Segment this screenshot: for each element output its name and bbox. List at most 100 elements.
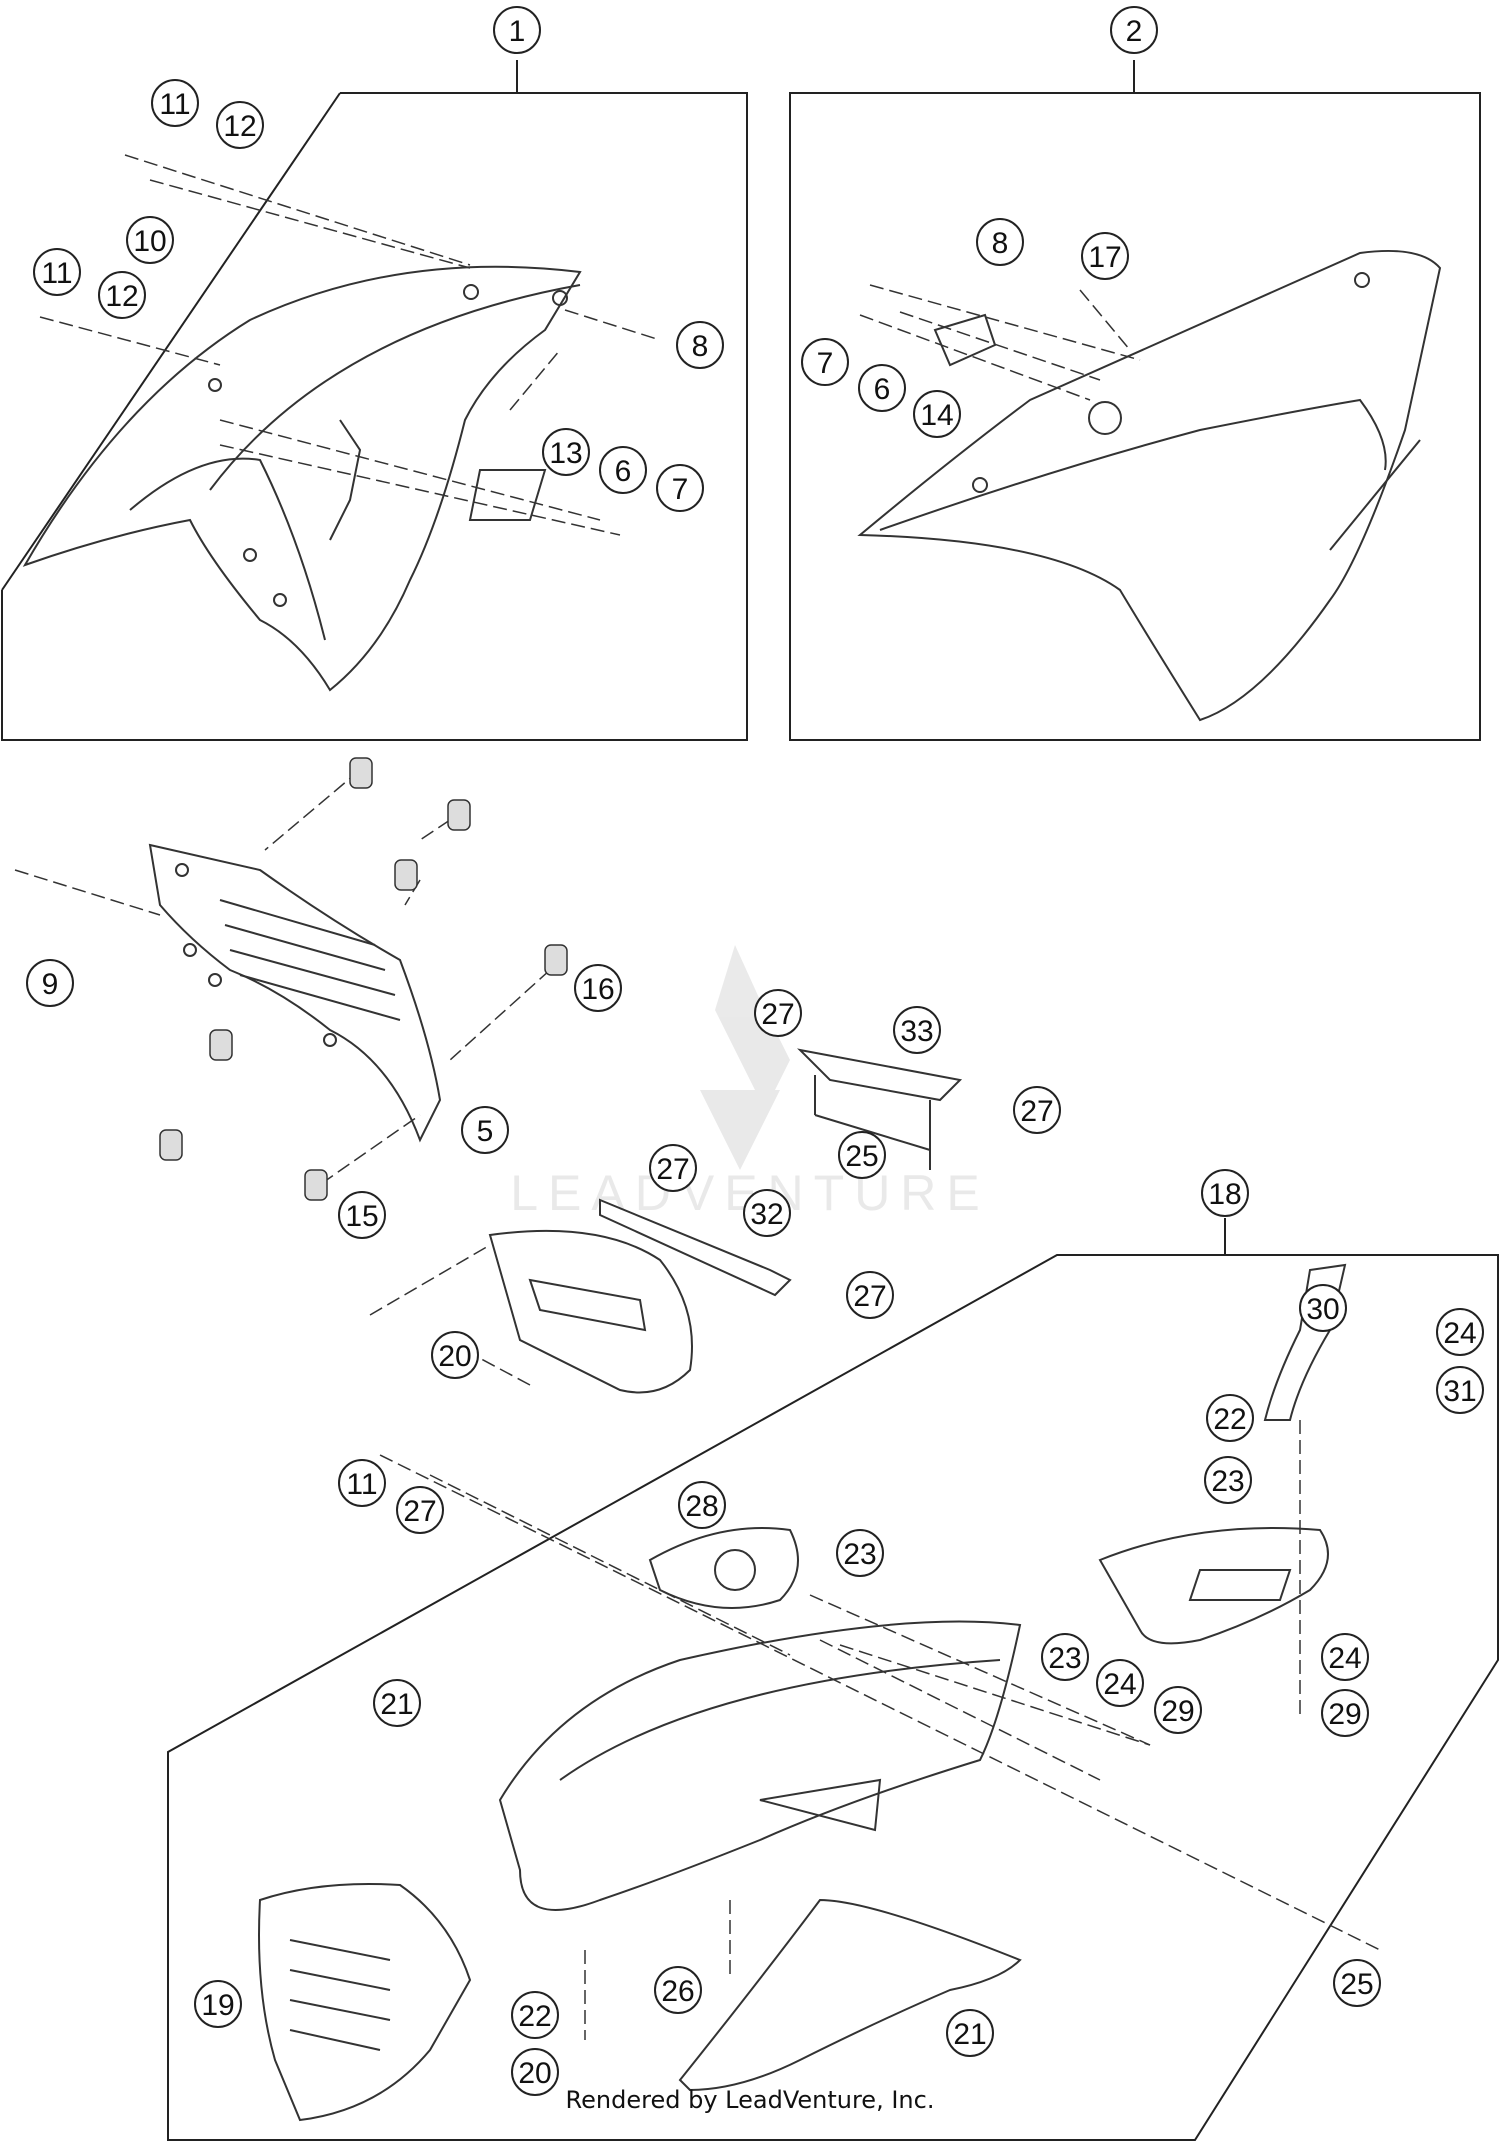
svg-text:23: 23 [843,1538,876,1571]
callout-31: 31 [1436,1366,1484,1414]
callout-12: 12 [216,101,264,149]
callout-27: 27 [649,1144,697,1192]
callout-19: 19 [194,1980,242,2028]
part-33-bracket [797,1048,963,1170]
callout-28: 28 [678,1481,726,1529]
svg-text:13: 13 [549,437,582,470]
part-5-bolts [159,757,568,1201]
part-2-side-panel [857,249,1442,722]
callout-27: 27 [396,1486,444,1534]
svg-text:28: 28 [685,1490,718,1523]
svg-text:21: 21 [953,2018,986,2051]
callout-14: 14 [913,390,961,438]
callout-2: 2 [1110,6,1158,54]
callout-16: 16 [574,964,622,1012]
svg-text:1: 1 [509,15,526,48]
footer-credit: Rendered by LeadVenture, Inc. [565,2086,935,2114]
svg-text:25: 25 [845,1140,878,1173]
callout-30: 30 [1299,1284,1347,1332]
part-19-side-cover [258,1883,472,2122]
callout-25: 25 [838,1131,886,1179]
svg-text:20: 20 [438,1340,471,1373]
svg-text:17: 17 [1088,241,1121,274]
svg-text:29: 29 [1328,1698,1361,1731]
callout-11: 11 [33,248,81,296]
callout-12: 12 [98,271,146,319]
svg-text:29: 29 [1161,1695,1194,1728]
callout-27: 27 [754,989,802,1037]
callout-24: 24 [1096,1659,1144,1707]
svg-text:14: 14 [920,399,953,432]
callout-29: 29 [1321,1689,1369,1737]
callout-11: 11 [151,79,199,127]
svg-text:21: 21 [380,1688,413,1721]
callout-7: 7 [801,338,849,386]
svg-text:8: 8 [692,330,709,363]
part-20-lower-cover [488,1229,693,1394]
callout-6: 6 [599,446,647,494]
callout-24: 24 [1321,1633,1369,1681]
svg-text:11: 11 [159,88,190,121]
svg-text:6: 6 [615,455,632,488]
svg-text:16: 16 [581,973,614,1006]
part-1-side-panel [22,265,582,692]
part-21-bracket [678,1898,1022,2092]
svg-text:19: 19 [201,1989,234,2022]
callout-21: 21 [373,1679,421,1727]
svg-text:20: 20 [518,2057,551,2090]
callout-33: 33 [893,1006,941,1054]
callout-6: 6 [858,364,906,412]
part-23-shield [1098,1527,1329,1645]
frame-18 [167,1254,1499,2141]
svg-text:18: 18 [1208,1178,1241,1211]
svg-text:11: 11 [41,257,72,290]
svg-text:23: 23 [1211,1465,1244,1498]
svg-text:26: 26 [661,1975,694,2008]
callout-17: 17 [1081,232,1129,280]
svg-text:25: 25 [1340,1968,1373,2001]
svg-text:11: 11 [346,1468,377,1501]
frame-2 [789,92,1481,741]
svg-text:9: 9 [42,968,59,1001]
svg-text:22: 22 [518,2000,551,2033]
callout-8: 8 [676,321,724,369]
callouts: 1 2 11 12 10 11 12 8 13 6 7 8 17 7 6 14 … [26,6,1484,2096]
callout-22: 22 [1206,1394,1254,1442]
frame-1 [1,92,748,741]
svg-text:12: 12 [105,280,138,313]
callout-20: 20 [511,2048,559,2096]
callout-13: 13 [542,428,590,476]
callout-20: 20 [431,1331,479,1379]
svg-text:32: 32 [750,1198,783,1231]
callout-32: 32 [743,1189,791,1237]
svg-text:33: 33 [900,1015,933,1048]
svg-text:15: 15 [345,1200,378,1233]
callout-29: 29 [1154,1686,1202,1734]
svg-text:12: 12 [223,110,256,143]
svg-text:8: 8 [992,227,1009,260]
part-5-radiator-cover [148,843,442,1143]
svg-text:23: 23 [1048,1642,1081,1675]
callout-26: 26 [654,1966,702,2014]
callout-7: 7 [656,464,704,512]
svg-text:27: 27 [1020,1095,1053,1128]
svg-text:2: 2 [1126,15,1143,48]
svg-text:27: 27 [656,1153,689,1186]
svg-text:24: 24 [1103,1668,1136,1701]
svg-text:10: 10 [133,225,166,258]
svg-text:27: 27 [403,1495,436,1528]
callout-10: 10 [126,216,174,264]
callout-21: 21 [946,2009,994,2057]
svg-text:27: 27 [761,998,794,1031]
svg-text:7: 7 [672,473,689,506]
part-30-bracket [1263,1263,1347,1421]
callout-8: 8 [976,218,1024,266]
callout-23: 23 [1041,1633,1089,1681]
callout-25: 25 [1333,1959,1381,2007]
part-28-tail-light [648,1527,799,1609]
callout-18: 18 [1201,1169,1249,1217]
callout-27: 27 [1013,1086,1061,1134]
callout-15: 15 [338,1191,386,1239]
callout-1: 1 [493,6,541,54]
